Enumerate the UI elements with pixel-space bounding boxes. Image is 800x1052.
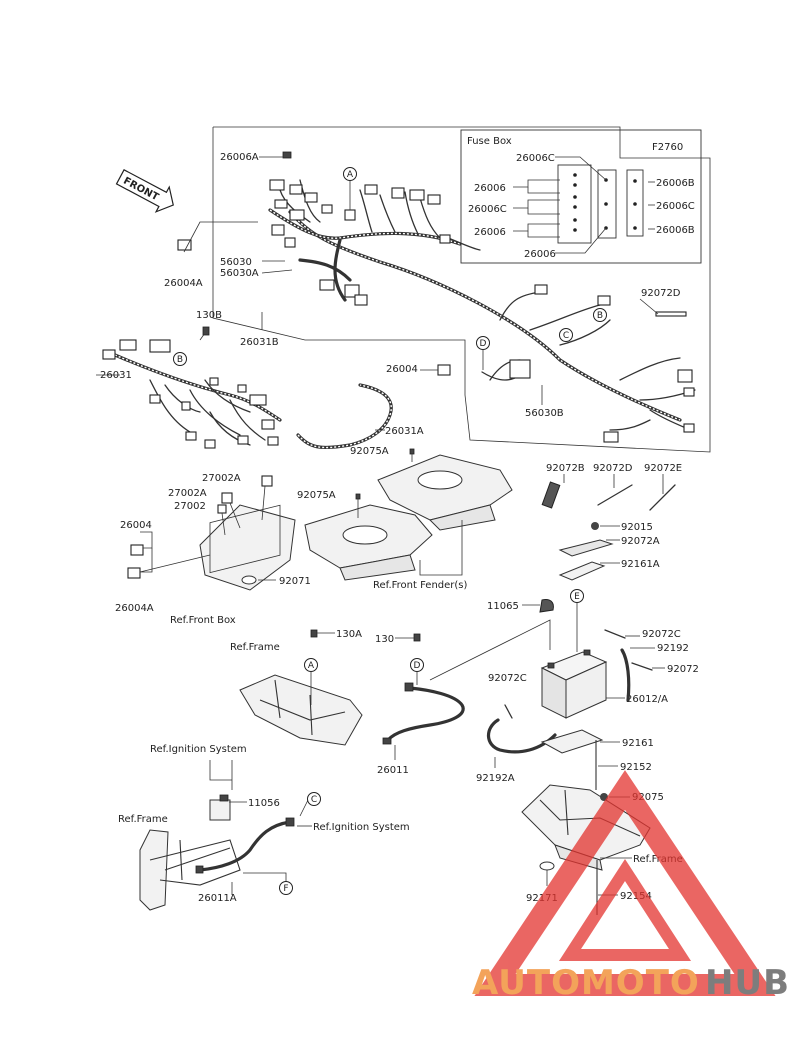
harness-assembly-frame: F2760 — [212, 126, 711, 453]
ref-frame-1: Ref.Frame — [230, 642, 280, 653]
fuse-label-left1: 26006 — [474, 183, 506, 194]
svg-text:C: C — [311, 795, 317, 805]
ref-front-box: Ref.Front Box — [170, 615, 236, 626]
label-92075A-mid: 92075A — [297, 490, 336, 501]
label-11056: 11056 — [248, 798, 280, 809]
label-92161: 92161 — [622, 738, 654, 749]
svg-text:F: F — [283, 884, 288, 894]
callout-c-right: C — [559, 328, 573, 342]
label-92072C-right: 92072C — [642, 629, 681, 640]
connector-26004A — [177, 239, 192, 251]
label-92072A: 92072A — [621, 536, 660, 547]
callout-b-right: B — [593, 308, 607, 322]
label-26004-left: 26004 — [120, 520, 152, 531]
harness-26031A: 26031A — [296, 383, 424, 450]
fuse-label-right3: 26006B — [656, 225, 695, 236]
lower-frame-section: Ref.Ignition System 11056 Ref.Frame Ref.… — [118, 744, 410, 911]
ref-frame-3: Ref.Frame — [633, 854, 683, 865]
label-92072D-top: 92072D — [641, 288, 681, 299]
callout-b-left: B — [173, 352, 187, 366]
fuse-label-right1: 26006B — [656, 178, 695, 189]
label-92071: 92071 — [279, 576, 311, 587]
label-26004A-top: 26004A — [164, 278, 203, 289]
label-92072C-left: 92072C — [488, 673, 527, 684]
figure-code: F2760 — [652, 142, 683, 153]
label-92075: 92075 — [632, 792, 664, 803]
label-92072: 92072 — [667, 664, 699, 675]
fuse-label-bottom: 26006 — [524, 249, 556, 260]
fuse-box-title: Fuse Box — [467, 136, 512, 147]
label-92192A: 92192A — [476, 773, 515, 784]
label-130: 130 — [375, 634, 394, 645]
label-26004A-left: 26004A — [115, 603, 154, 614]
label-92072D: 92072D — [593, 463, 633, 474]
harness-labels: 26006A 26004A 56030 56030A 26031B 92072D… — [164, 152, 681, 419]
callout-e: E — [570, 589, 584, 603]
watermark-triangle-logo — [474, 770, 776, 996]
callout-c-lower: C — [307, 792, 321, 806]
callout-d-cable: D — [410, 658, 424, 672]
frame-section-upper: 130A Ref.Frame — [230, 629, 363, 746]
watermark-text-gray: HUB — [705, 963, 790, 1003]
label-92192: 92192 — [657, 643, 689, 654]
label-56030: 56030 — [220, 257, 252, 268]
callout-a-top: A — [343, 167, 357, 181]
label-92152: 92152 — [620, 762, 652, 773]
label-27002A-2: 27002A — [168, 488, 207, 499]
automotohub-watermark: AUTOMOTO HUB — [472, 770, 790, 1003]
fuse-label-right2: 26006C — [656, 201, 695, 212]
ref-ignition-1: Ref.Ignition System — [150, 744, 247, 755]
svg-text:B: B — [177, 355, 183, 365]
svg-text:B: B — [597, 311, 603, 321]
label-27002: 27002 — [174, 501, 206, 512]
label-130B: 130B — [196, 310, 222, 321]
callout-f: F — [279, 881, 293, 895]
label-92015: 92015 — [621, 522, 653, 533]
label-26011: 26011 — [377, 765, 409, 776]
label-26031B: 26031B — [240, 337, 279, 348]
main-wiring-harness — [268, 151, 696, 443]
watermark-text-orange: AUTOMOTO — [472, 963, 700, 1003]
front-fender-covers: 92075A 92075A Ref.Front Fender(s) — [297, 446, 513, 591]
label-56030A: 56030A — [220, 268, 259, 279]
label-92072E: 92072E — [644, 463, 682, 474]
label-92075A-top: 92075A — [350, 446, 389, 457]
label-56030B: 56030B — [525, 408, 564, 419]
label-26012A: 26012/A — [626, 694, 668, 705]
fuse-label-top: 26006C — [516, 153, 555, 164]
label-26006A: 26006A — [220, 152, 259, 163]
harness-26031: 26031 — [96, 339, 282, 449]
callout-d-top: D — [476, 336, 490, 350]
label-130A: 130A — [336, 629, 362, 640]
label-26004-mid: 26004 — [386, 364, 418, 375]
label-92161A: 92161A — [621, 559, 660, 570]
ref-frame-2: Ref.Frame — [118, 814, 168, 825]
callout-a-frame: A — [304, 658, 318, 672]
label-26011A: 26011A — [198, 893, 237, 904]
svg-text:C: C — [563, 331, 569, 341]
front-box-module: 27002A 27002A 27002 92071 26004 26004A R… — [115, 473, 311, 626]
reference-callouts: A B B C D E A D C F — [173, 167, 607, 895]
svg-text:D: D — [480, 339, 487, 349]
battery-assembly: 26012/A 92072A 92161A 92015 11065 92072C… — [476, 522, 699, 790]
svg-text:E: E — [574, 592, 580, 602]
label-26031: 26031 — [100, 370, 132, 381]
ref-front-fender: Ref.Front Fender(s) — [373, 580, 468, 591]
fuse-label-left3: 26006 — [474, 227, 506, 238]
cable-ties: 92072B 92072D 92072E — [541, 463, 682, 511]
label-92072B: 92072B — [546, 463, 585, 474]
battery-cable-26011: 130 26011 — [375, 619, 551, 776]
label-26031A: 26031A — [385, 426, 424, 437]
svg-text:A: A — [347, 170, 354, 180]
front-direction-arrow: FRONT — [115, 168, 174, 213]
ref-ignition-2: Ref.Ignition System — [313, 822, 410, 833]
fuse-label-left2: 26006C — [468, 204, 507, 215]
svg-text:A: A — [308, 661, 315, 671]
label-27002A-1: 27002A — [202, 473, 241, 484]
svg-text:D: D — [414, 661, 421, 671]
fuse-box-detail: Fuse Box 26006C 26006 26006C 26006 26006 — [460, 129, 702, 264]
label-11065: 11065 — [487, 601, 519, 612]
